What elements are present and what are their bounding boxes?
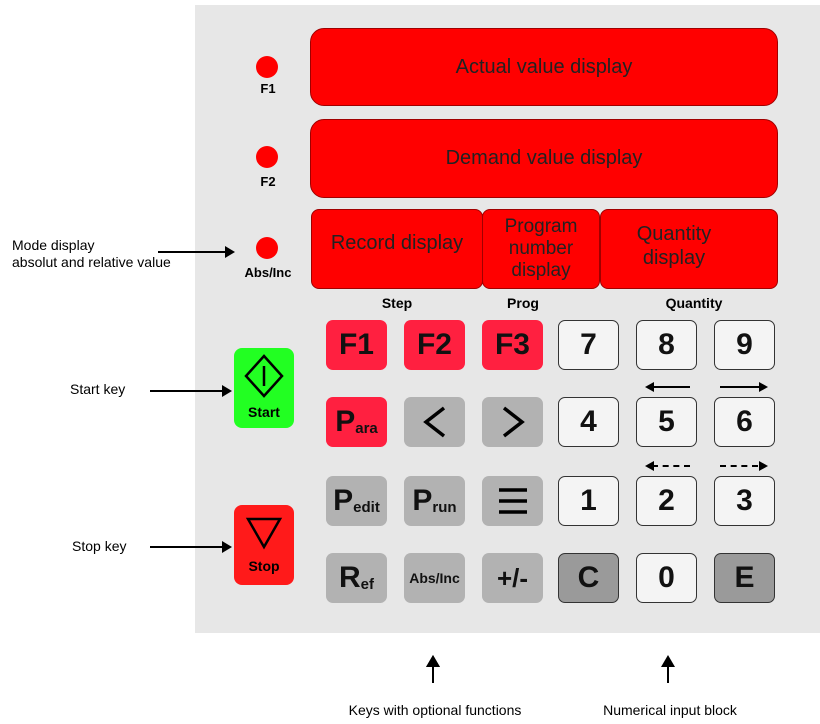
prun-key-sub: run [432,498,457,516]
left-solid-arrowhead-icon [645,382,654,392]
right-dashed-arrow-icon [720,465,758,467]
start-icon [244,354,284,398]
quantity-display-line2: display [642,247,706,269]
mode-display-annotation-line1: Mode display [12,237,95,253]
absinc-led-label: Abs/Inc [244,265,292,280]
start-key-annotation: Start key [70,381,126,397]
digit-3-key[interactable]: 3 [714,476,775,526]
f2-key[interactable]: F2 [404,320,465,370]
stop-arrow-icon [150,541,232,553]
absinc-led [256,237,278,259]
menu-key[interactable] [482,476,543,526]
right-solid-arrow-icon [720,386,760,388]
left-solid-arrow-icon [650,386,690,388]
optional-keys-arrow-shaft [426,655,440,683]
f2-led-label: F2 [260,174,276,189]
digit-0-key[interactable]: 0 [636,553,697,603]
program-display-line1: Program [504,216,578,237]
pedit-key-main: P [333,484,354,517]
absinc-key-label: Abs/Inc [409,570,460,586]
left-dashed-arrowhead-icon [645,461,654,471]
program-number-display: Program number display [482,209,600,289]
ref-key-sub: ef [360,575,374,593]
stop-triangle-icon [245,517,283,550]
actual-value-display: Actual value display [310,28,778,106]
digit-8-key[interactable]: 8 [636,320,697,370]
record-display: Record display [311,209,483,289]
f1-led [256,56,278,78]
record-display-label: Record display [330,231,464,254]
chevron-left-icon [422,406,445,438]
start-key[interactable]: Start [234,348,294,428]
plusminus-key[interactable]: +/- [482,553,543,603]
stop-key-annotation: Stop key [72,538,127,554]
stop-key-label: Stop [248,558,280,574]
prun-key-main: P [412,484,433,517]
para-key-main: P [335,405,356,438]
digit-4-key[interactable]: 4 [558,397,619,447]
pedit-key-sub: edit [353,498,380,516]
demand-value-display-label: Demand value display [445,147,643,169]
start-arrow-icon [150,385,232,397]
f1-led-label: F1 [260,81,276,96]
chevron-right-icon [502,406,525,438]
digit-1-key[interactable]: 1 [558,476,619,526]
left-arrow-key[interactable] [404,397,465,447]
enter-key[interactable]: E [714,553,775,603]
para-key-sub: ara [355,419,378,437]
program-display-line2: number [508,238,574,259]
digit-9-key[interactable]: 9 [714,320,775,370]
menu-lines-icon [498,488,527,514]
f2-led [256,146,278,168]
optional-keys-annotation: Keys with optional functions [348,702,522,718]
digit-5-key[interactable]: 5 [636,397,697,447]
f1-key[interactable]: F1 [326,320,387,370]
ref-key-main: R [338,561,361,594]
quantity-display: Quantity display [600,209,778,289]
step-header: Step [381,295,413,311]
demand-value-display: Demand value display [310,119,778,198]
numerical-block-arrow-shaft [661,655,675,683]
left-dashed-arrow-icon [652,465,690,467]
quantity-display-line1: Quantity [636,223,712,245]
numerical-block-annotation: Numerical input block [603,702,737,718]
right-solid-arrowhead-icon [759,382,768,392]
absinc-key[interactable]: Abs/Inc [404,553,465,603]
mode-display-annotation-line2: absolut and relative value [12,254,171,270]
control-panel [195,5,820,633]
digit-7-key[interactable]: 7 [558,320,619,370]
mode-arrow-icon [158,246,235,258]
f3-key[interactable]: F3 [482,320,543,370]
right-arrow-key[interactable] [482,397,543,447]
digit-2-key[interactable]: 2 [636,476,697,526]
quantity-header: Quantity [665,295,723,311]
stop-key[interactable]: Stop [234,505,294,585]
right-dashed-arrowhead-icon [759,461,768,471]
clear-key[interactable]: C [558,553,619,603]
digit-6-key[interactable]: 6 [714,397,775,447]
prog-header: Prog [507,295,539,311]
start-key-label: Start [248,404,280,420]
mode-display-annotation: Mode display absolut and relative value [12,237,171,271]
actual-value-display-label: Actual value display [455,55,633,78]
program-display-line3: display [511,260,571,281]
